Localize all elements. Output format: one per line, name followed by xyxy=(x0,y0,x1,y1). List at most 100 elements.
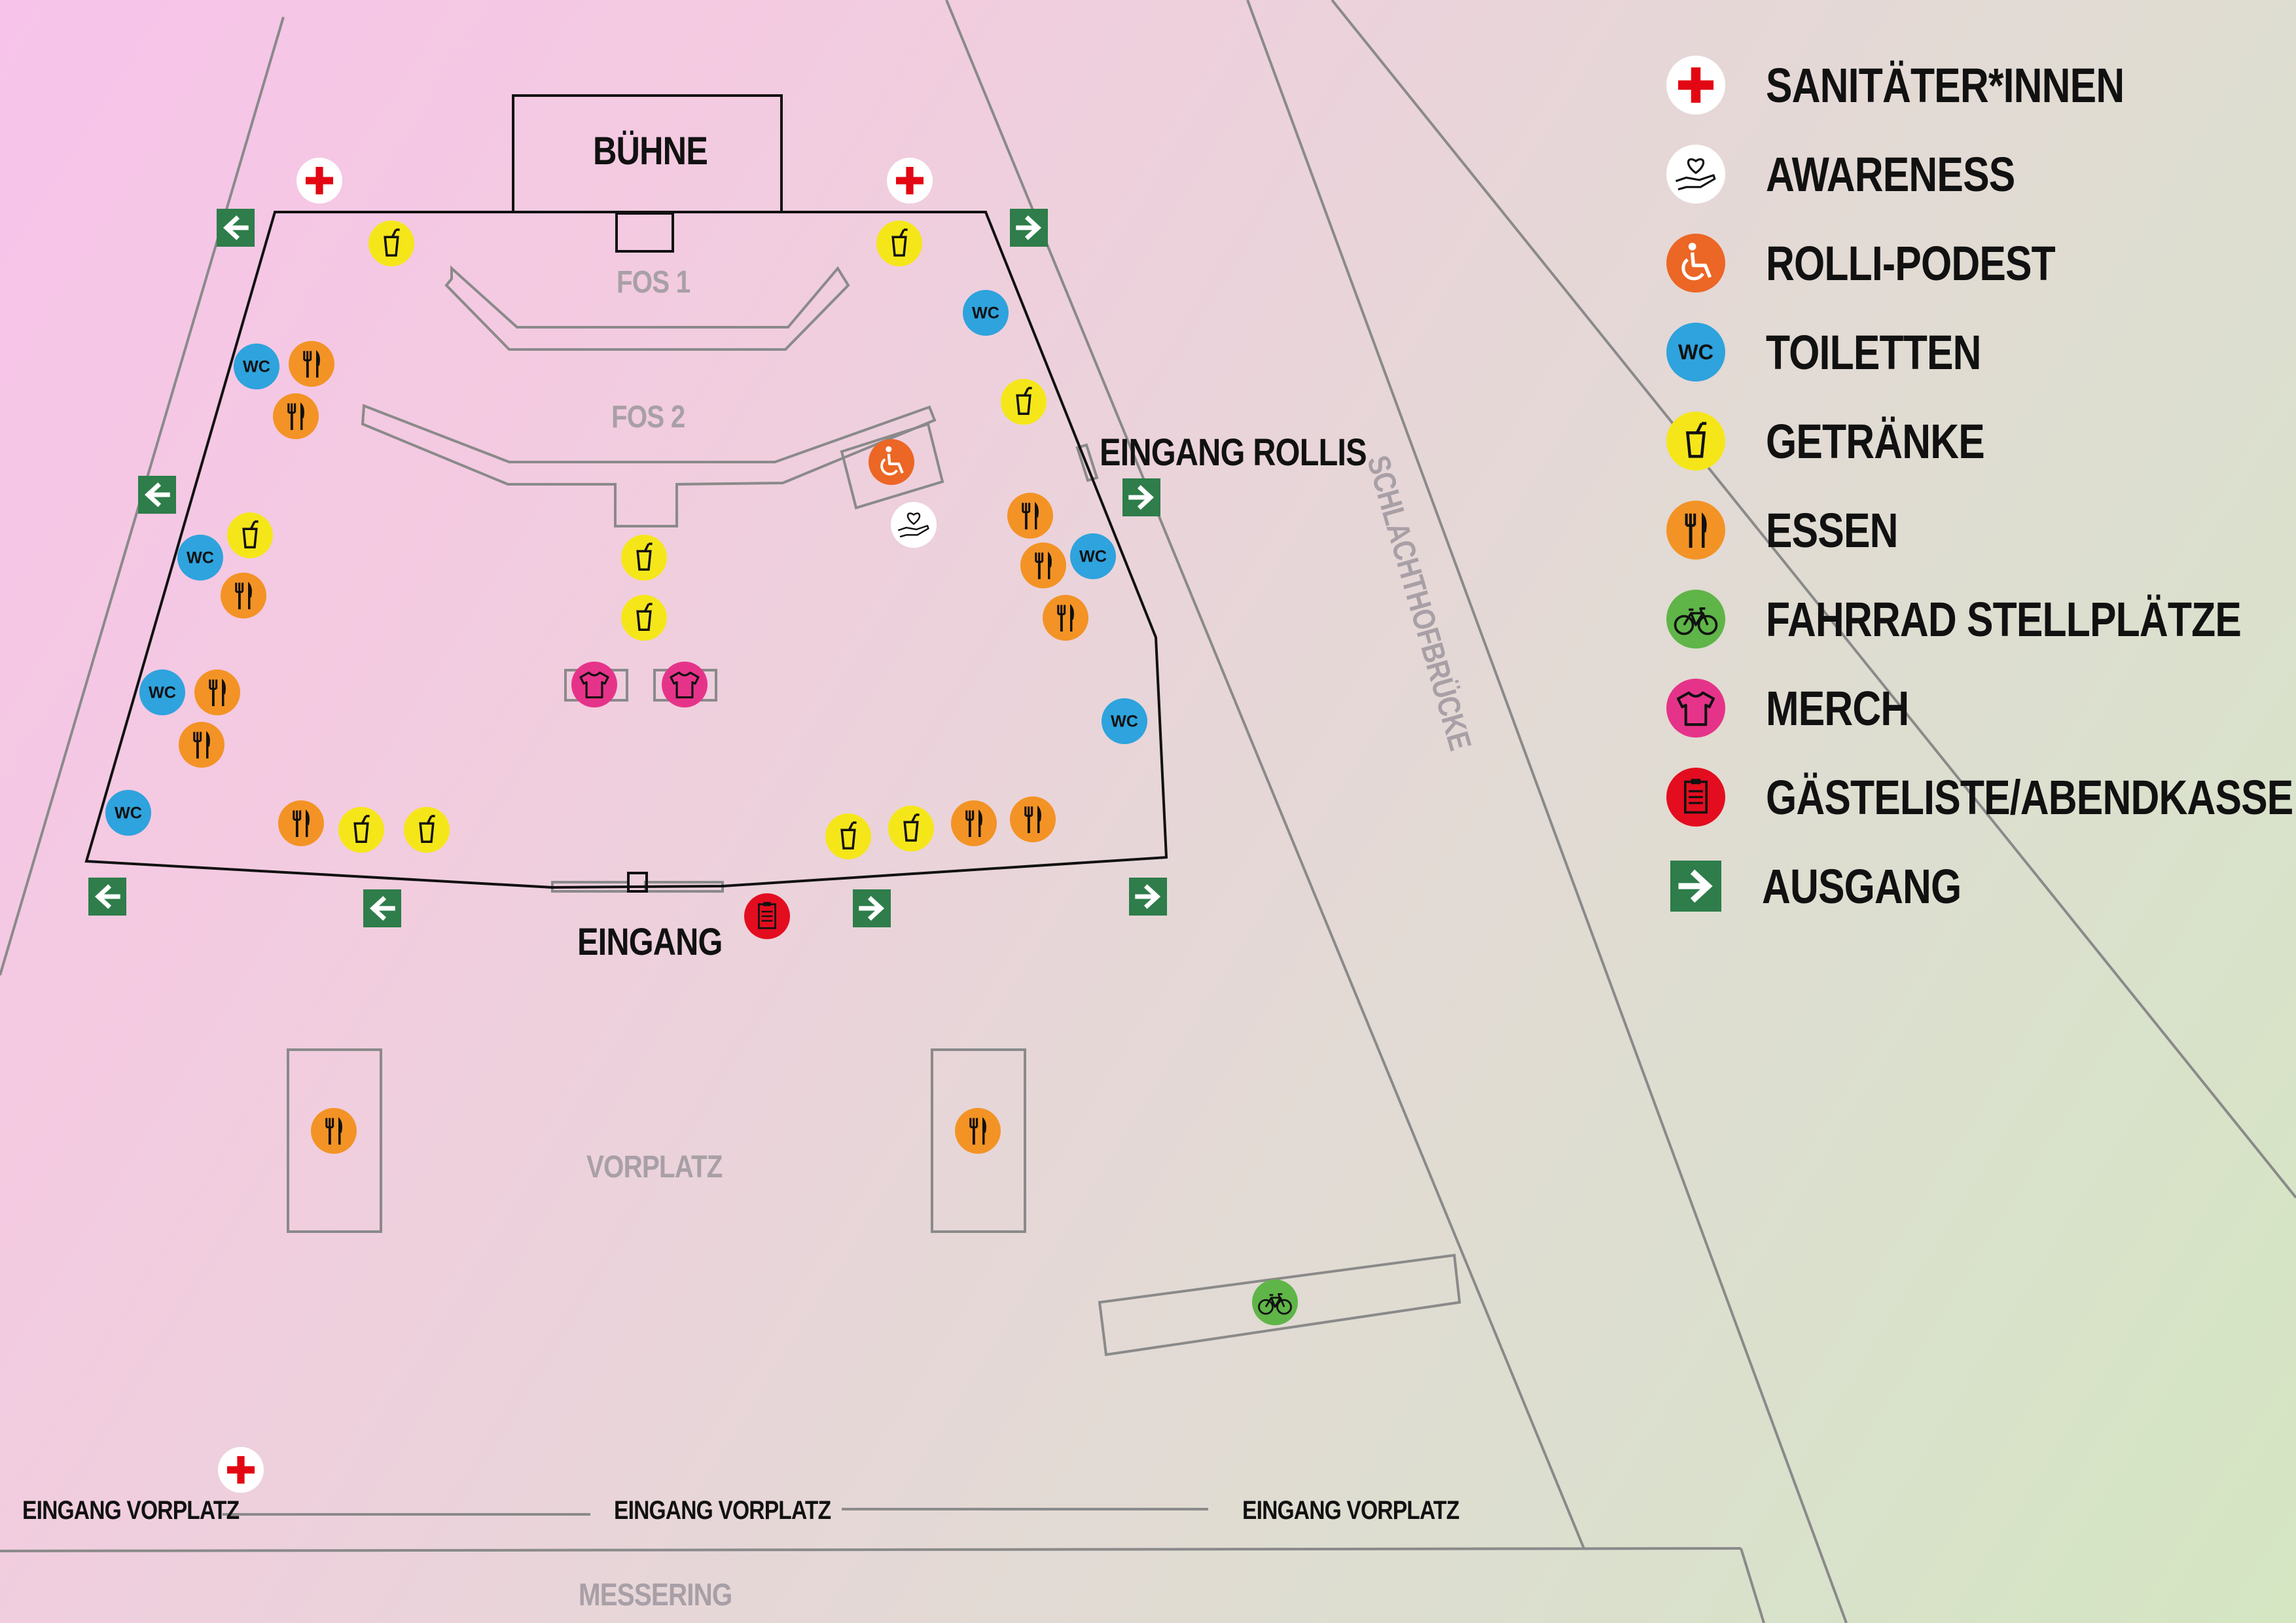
arrow-icon xyxy=(363,889,401,927)
cup-icon xyxy=(1001,379,1047,425)
fork-knife-icon xyxy=(1020,543,1066,588)
vorplatz-label: VORPLATZ xyxy=(586,1150,723,1185)
main-entrance-label: EINGANG xyxy=(577,921,723,963)
cup-icon xyxy=(888,806,934,851)
legend-item-awareness: AWARENESS xyxy=(1666,145,2070,204)
legend-item-merch: MERCH xyxy=(1666,679,1940,738)
legend-label: AUSGANG xyxy=(1762,859,1962,914)
tshirt-icon xyxy=(571,662,617,707)
clipboard-icon xyxy=(744,893,790,939)
fork-knife-icon xyxy=(951,800,997,846)
boundary-right-a xyxy=(945,0,1585,1549)
wc-icon: WC xyxy=(234,344,279,389)
legend-item-exit: AUSGANG xyxy=(1666,857,2005,916)
boundary-messering xyxy=(1740,1548,1765,1623)
wc-text: WC xyxy=(243,357,270,376)
rolli-podest-area xyxy=(840,422,944,510)
wc-text: WC xyxy=(187,548,214,567)
legend-wc-icon: WC xyxy=(1666,323,1725,382)
arrow-icon xyxy=(1122,478,1160,516)
legend-label: GÄSTELISTE/ABENDKASSE xyxy=(1766,770,2293,825)
legend-label: AWARENESS xyxy=(1766,147,2015,202)
cup-icon xyxy=(404,807,450,853)
arrow-icon xyxy=(88,878,126,916)
legend-wheelchair-icon xyxy=(1666,234,1725,293)
cup-icon xyxy=(338,807,384,853)
legend-label: ROLLI-PODEST xyxy=(1766,236,2056,291)
arrow-icon xyxy=(138,476,176,514)
cup-icon xyxy=(876,221,922,266)
fork-knife-icon xyxy=(273,393,319,439)
fork-knife-icon xyxy=(289,341,334,387)
fos2-label: FOS 2 xyxy=(611,400,685,435)
wc-text: WC xyxy=(1111,712,1138,730)
stage-label: BÜHNE xyxy=(593,129,708,173)
wc-icon: WC xyxy=(177,535,223,580)
legend-label: GETRÄNKE xyxy=(1766,414,1985,469)
cup-icon xyxy=(621,595,667,641)
fork-knife-icon xyxy=(1007,493,1053,539)
tshirt-icon xyxy=(662,662,708,707)
vorplatz-entrance-label-center: EINGANG VORPLATZ xyxy=(614,1496,831,1525)
messering-label: MESSERING xyxy=(579,1578,732,1613)
legend-fork-knife-icon xyxy=(1666,501,1725,560)
rollis-gate xyxy=(1075,443,1099,482)
fork-knife-icon xyxy=(1010,796,1056,842)
legend-item-bike: FAHRRAD STELLPLÄTZE xyxy=(1666,590,2296,649)
legend-label: FAHRRAD STELLPLÄTZE xyxy=(1766,592,2242,647)
legend-hand-heart-icon xyxy=(1666,145,1725,204)
wc-icon: WC xyxy=(1102,698,1147,744)
fos1-area xyxy=(444,265,850,351)
legend-item-food: ESSEN xyxy=(1666,501,1927,560)
fork-knife-icon xyxy=(179,722,224,768)
cup-icon xyxy=(227,512,273,558)
legend-label: TOILETTEN xyxy=(1766,325,1981,380)
vorplatz-entrance-label-right: EINGANG VORPLATZ xyxy=(1242,1496,1460,1525)
wc-text: WC xyxy=(149,683,176,702)
fork-knife-icon xyxy=(278,800,324,846)
boundary-right-c xyxy=(1331,0,2296,1199)
red-cross-icon xyxy=(296,158,342,204)
fork-knife-icon xyxy=(311,1108,357,1154)
wc-text: WC xyxy=(115,804,142,822)
legend-arrow-icon xyxy=(1670,861,1721,912)
fork-knife-icon xyxy=(955,1108,1001,1154)
legend-bicycle-icon xyxy=(1666,590,1725,649)
cup-icon xyxy=(368,221,414,266)
legend-red-cross-icon xyxy=(1666,56,1725,115)
rollis-entrance-label: EINGANG ROLLIS xyxy=(1100,431,1367,474)
fork-knife-icon xyxy=(1043,595,1088,641)
venue-outline xyxy=(84,211,1168,889)
cup-icon xyxy=(825,813,871,859)
boundary-right-b xyxy=(1246,0,1848,1623)
legend-cup-icon xyxy=(1666,412,1725,471)
red-cross-icon xyxy=(887,158,933,204)
legend-label: ESSEN xyxy=(1766,503,1898,558)
arrow-icon xyxy=(1010,209,1048,247)
stage-riser xyxy=(615,212,674,253)
legend-clipboard-icon xyxy=(1666,768,1725,827)
wc-icon: WC xyxy=(1070,533,1116,579)
legend-item-wc: WC TOILETTEN xyxy=(1666,323,2028,382)
legend-label: SANITÄTER*INNEN xyxy=(1766,58,2125,113)
fos2-area xyxy=(361,404,937,527)
legend-item-rolli: ROLLI-PODEST xyxy=(1666,234,2119,293)
vorplatz-booth-right xyxy=(931,1048,1026,1233)
fos1-label: FOS 1 xyxy=(617,265,691,300)
entrance-control-box xyxy=(627,872,648,893)
fork-knife-icon xyxy=(194,669,240,715)
wc-text: WC xyxy=(1678,340,1713,364)
red-cross-icon xyxy=(218,1447,264,1493)
legend-label: MERCH xyxy=(1766,681,1909,736)
legend-tshirt-icon xyxy=(1666,679,1725,738)
hand-heart-icon xyxy=(891,502,937,548)
legend-item-sanitaeter: SANITÄTER*INNEN xyxy=(1666,56,2202,115)
vorplatz-booth-left xyxy=(287,1048,382,1233)
arrow-icon xyxy=(1129,878,1167,916)
wc-icon: WC xyxy=(139,669,185,715)
wc-icon: WC xyxy=(105,790,151,836)
wc-text: WC xyxy=(972,304,999,322)
vorplatz-entrance-label-left: EINGANG VORPLATZ xyxy=(22,1496,240,1525)
